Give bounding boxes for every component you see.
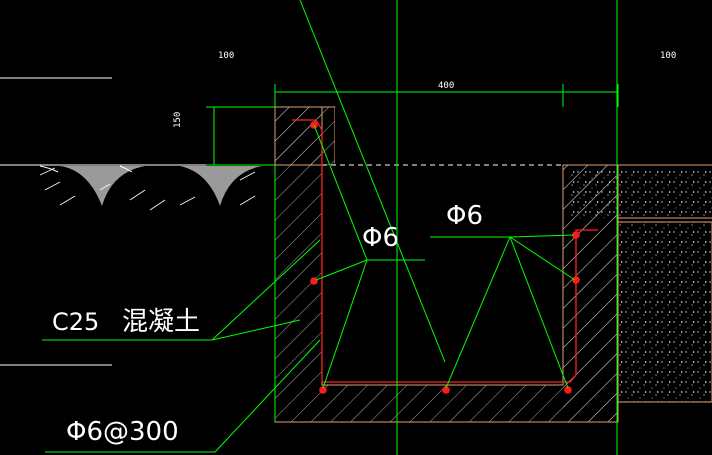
label-concrete-grade: C25 (52, 308, 99, 336)
dimension-lines (206, 0, 619, 455)
label-bar-right: Φ6 (446, 201, 483, 231)
leader-lines (42, 124, 576, 453)
channel-void (335, 107, 563, 385)
rebar-dots (310, 121, 580, 394)
label-bar-left: Φ6 (362, 223, 399, 253)
dim-left-width: 100 (218, 51, 234, 61)
soil-symbols-left (39, 165, 262, 211)
label-bottom-bar: Φ6@300 (66, 417, 179, 447)
concrete-body (274, 106, 712, 423)
label-concrete-name: 混凝土 (122, 307, 200, 337)
dim-channel-width: 400 (438, 81, 454, 91)
rebar-cage (292, 119, 598, 383)
dim-step-height: 150 (173, 112, 183, 128)
dim-right-width: 100 (660, 51, 676, 61)
